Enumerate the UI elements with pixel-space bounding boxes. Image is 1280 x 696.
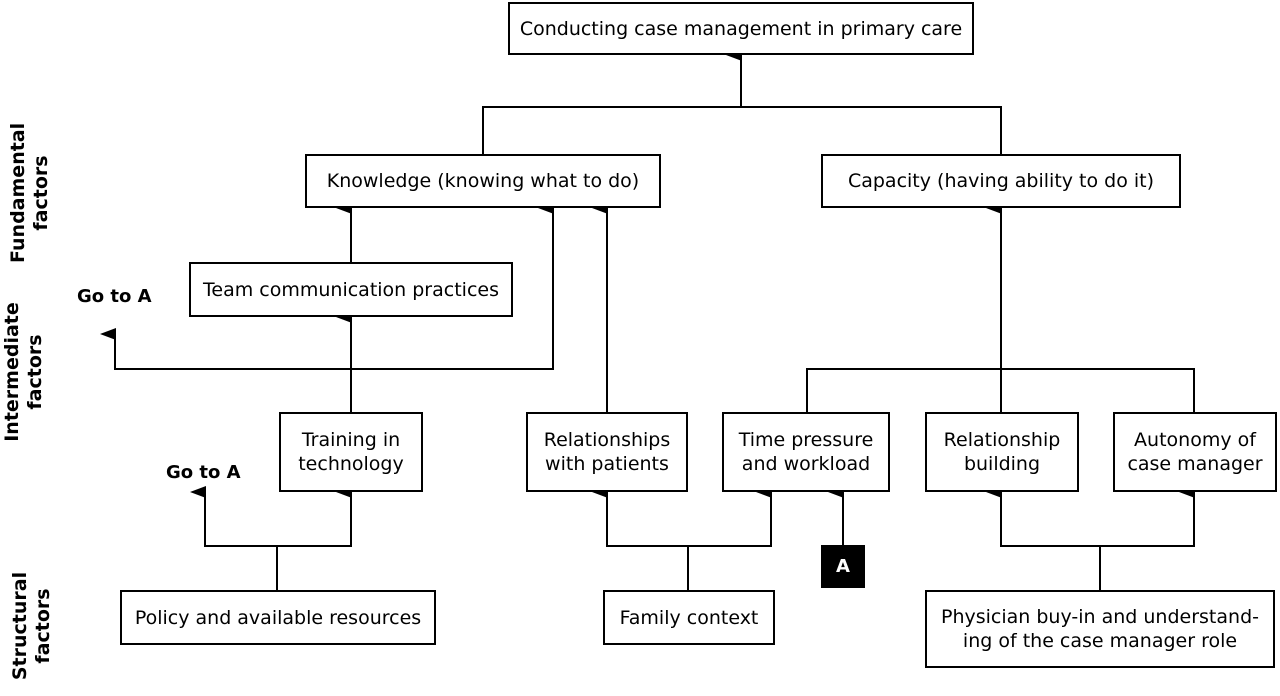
marker-a-box: A [821,545,865,588]
title-box: Conducting case management in primary ca… [508,2,974,55]
goto-a-lower-label: Go to A [166,462,241,483]
team-communication-box: Team communication practices [189,262,513,317]
policy-box: Policy and available resources [120,590,436,645]
knowledge-box: Knowledge (knowing what to do) [305,154,661,208]
relationship-building-box: Relationship building [925,412,1079,492]
physician-buyin-box: Physician buy-in and understand- ing of … [925,590,1275,668]
goto-a-upper-label: Go to A [77,286,152,307]
family-context-box: Family context [603,590,775,645]
level-label-intermediate: Intermediate factors [1,302,46,442]
level-label-fundamental: Fundamental factors [7,122,52,263]
connector-lines [100,49,1195,590]
relationships-patients-box: Relationships with patients [526,412,688,492]
capacity-box: Capacity (having ability to do it) [821,154,1181,208]
time-pressure-box: Time pressure and workload [722,412,890,492]
training-box: Training in technology [279,412,423,492]
level-label-structural: Structural factors [9,571,54,681]
autonomy-box: Autonomy of case manager [1113,412,1277,492]
